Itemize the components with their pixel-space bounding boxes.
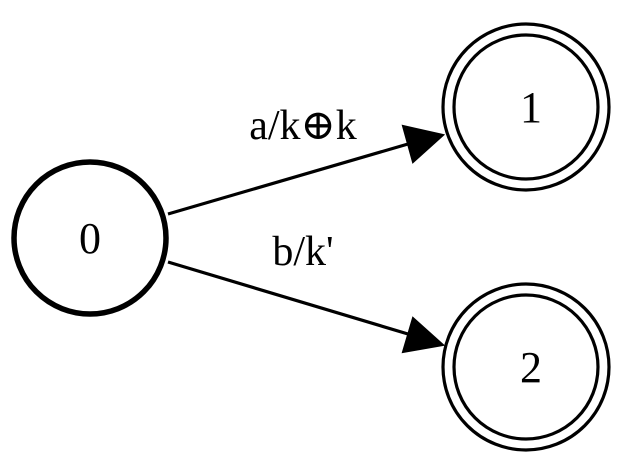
state-1-label: 1 bbox=[520, 83, 542, 132]
transition-0-to-2-line bbox=[167, 260, 409, 336]
state-2-label: 2 bbox=[520, 343, 542, 392]
transition-0-to-1-arrowhead bbox=[401, 124, 446, 164]
state-2-outer-circle bbox=[441, 282, 611, 452]
transition-0-to-1-line bbox=[167, 142, 409, 216]
state-1: 1 bbox=[441, 22, 611, 192]
state-0-label: 0 bbox=[79, 214, 101, 263]
transition-0-to-1: a/k⊕k bbox=[167, 103, 446, 216]
state-1-inner-circle bbox=[452, 33, 600, 181]
state-0: 0 bbox=[11, 159, 169, 317]
state-2: 2 bbox=[441, 282, 611, 452]
transition-0-to-2: b/k' bbox=[167, 229, 446, 354]
state-0-circle bbox=[11, 159, 169, 317]
state-2-inner-circle bbox=[452, 293, 600, 441]
transition-0-to-1-label: a/k⊕k bbox=[249, 103, 357, 149]
transition-0-to-2-label: b/k' bbox=[272, 229, 333, 275]
state-1-outer-circle bbox=[441, 22, 611, 192]
transition-0-to-2-arrowhead bbox=[401, 316, 446, 354]
